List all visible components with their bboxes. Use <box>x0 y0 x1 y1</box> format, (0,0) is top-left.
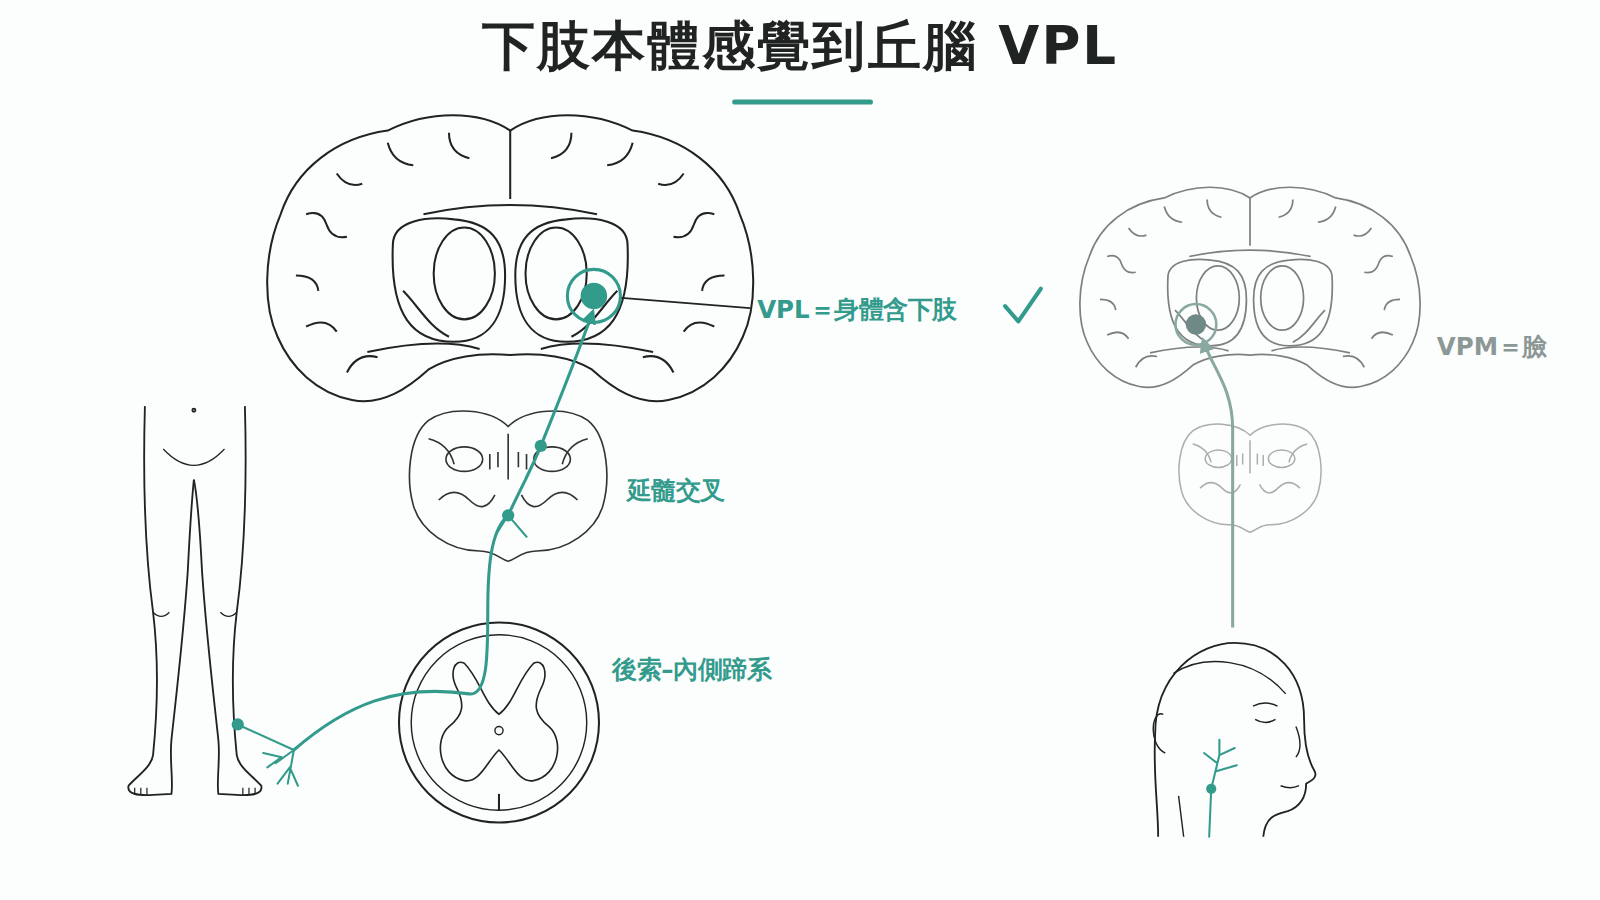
relay-dot <box>502 509 514 521</box>
structure-label: 延髓交叉 <box>627 476 725 505</box>
brain-right <box>1080 187 1420 387</box>
central-canal <box>495 727 503 735</box>
receptor-dot <box>1206 784 1216 794</box>
vpl-label: VPL＝身體含下肢 <box>757 296 956 325</box>
medulla-left <box>410 411 607 561</box>
receptor-dot <box>232 718 244 730</box>
nerve-branches <box>1204 740 1237 837</box>
legs <box>128 406 261 795</box>
title-underline <box>735 99 871 104</box>
sensory-endings <box>238 724 298 785</box>
checkmark <box>1005 289 1041 322</box>
vpl-ring <box>567 269 620 322</box>
face <box>1153 643 1315 837</box>
dcml-pathway <box>238 314 592 785</box>
cord-outline <box>399 622 599 822</box>
tract-label: 後索–內側蹄系 <box>612 656 771 685</box>
navel <box>192 409 195 412</box>
facial-nerve <box>1204 740 1237 837</box>
pathway-dots <box>232 283 608 731</box>
face-detail <box>1153 662 1300 837</box>
medulla-right <box>1179 424 1321 532</box>
spinal-cord <box>399 622 599 822</box>
vpl-nucleus <box>581 283 608 310</box>
leg-detail <box>135 449 255 795</box>
vpm-label: VPM＝臉 <box>1437 332 1547 361</box>
trigeminal-pathway <box>1204 343 1233 628</box>
cord-inner <box>411 635 587 811</box>
gray-matter <box>440 662 557 781</box>
relay-dot <box>535 440 547 452</box>
diagram-title: 下肢本體感覺到丘腦 VPL <box>0 14 1600 78</box>
pathway-line <box>294 314 592 750</box>
brain-left <box>267 115 753 401</box>
leader-line <box>621 298 750 308</box>
head-outline <box>1155 643 1316 837</box>
left-leg <box>128 406 194 795</box>
anterior-fissure <box>498 794 500 810</box>
vpm-nucleus <box>1186 314 1206 334</box>
vpm-ring <box>1176 304 1217 345</box>
right-leg <box>194 406 262 795</box>
